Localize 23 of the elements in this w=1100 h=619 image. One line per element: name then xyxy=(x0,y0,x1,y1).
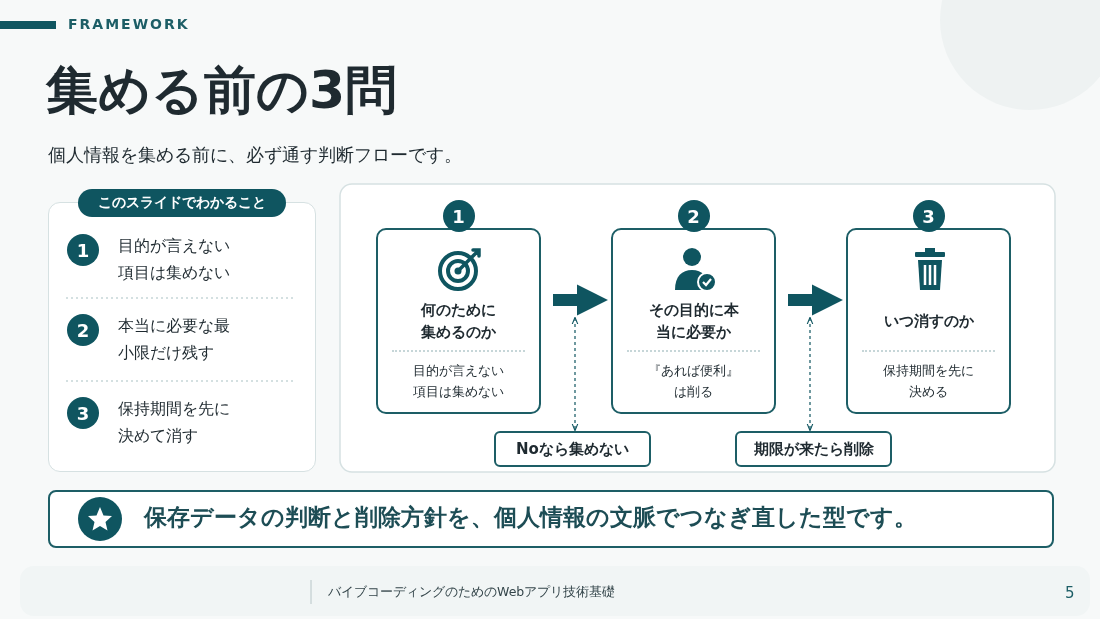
step-heading: その目的に本当に必要か xyxy=(647,299,740,343)
summary-text: 保存データの判断と削除方針を、個人情報の文脈でつなぎ直した型です。 xyxy=(144,503,917,532)
step-heading: いつ消すのか xyxy=(882,310,975,332)
step-note: 目的が言えない項目は集めない xyxy=(412,362,505,401)
course-title: バイブコーディングのためのWebアプリ技術基礎 xyxy=(328,584,616,601)
block-arrow xyxy=(788,284,843,316)
summary-item: 本当に必要な最小限だけ残す xyxy=(118,315,231,365)
summary-item: 目的が言えない項目は集めない xyxy=(118,235,231,285)
page-number: 5 xyxy=(1065,584,1075,602)
step-heading: 何のために集めるのか xyxy=(419,299,497,343)
step-note: 保持期間を先に決める xyxy=(882,362,975,401)
summary-item: 保持期間を先に決めて消す xyxy=(118,398,231,448)
section-label: FRAMEWORK xyxy=(68,16,190,32)
outcome-label: 期限が来たら削除 xyxy=(735,431,892,467)
title: 集める前の3問 xyxy=(46,59,398,122)
double-arrow xyxy=(806,316,814,432)
double-arrow xyxy=(571,316,579,432)
block-arrow xyxy=(553,284,608,316)
summary-banner xyxy=(48,490,1054,548)
step-note: 『あれば便利』は削る xyxy=(647,362,740,401)
outcome-label: Noなら集めない xyxy=(494,431,651,467)
panel-heading: このスライドでわかること xyxy=(78,189,286,217)
subtitle: 個人情報を集める前に、必ず通す判断フローです。 xyxy=(48,143,462,167)
